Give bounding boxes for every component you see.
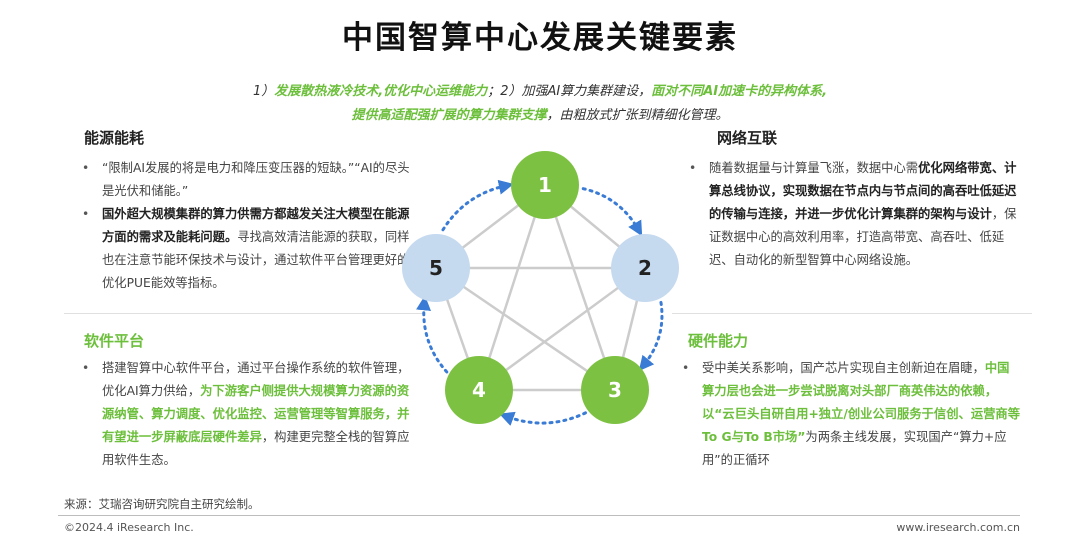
energy-section-title: 能源能耗 — [84, 129, 145, 147]
node-3-label: 3 — [608, 378, 622, 402]
network-bold: 优化网络带宽、计算总线协议，实现数据在节点内与节点间的高吞吐低延迟的传输与连接，… — [709, 161, 1017, 221]
bullet-icon: • — [82, 207, 90, 221]
website-link[interactable]: www.iresearch.com.cn — [896, 521, 1020, 534]
divider — [64, 313, 424, 314]
list-item: • 随着数据量与计算量飞涨，数据中心需优化网络带宽、计算总线协议，实现数据在节点… — [687, 157, 1023, 272]
cycle-arrow — [638, 300, 664, 372]
bullet-icon: • — [682, 361, 690, 375]
node-2-label: 2 — [638, 256, 652, 280]
source-note: 来源：艾瑞咨询研究院自主研究绘制。 — [64, 497, 260, 511]
hardware-section-title: 硬件能力 — [688, 332, 749, 350]
copyright: ©2024.4 iResearch Inc. — [64, 521, 194, 534]
list-item: • 搭建智算中心软件平台，通过平台操作系统的软件管理，优化AI算力供给，为下游客… — [80, 357, 418, 472]
node-5-label: 5 — [429, 256, 443, 280]
list-item: • “限制AI发展的将是电力和降压变压器的短缺。”“AI的尽头是光伏和储能。” — [80, 157, 410, 203]
subtitle-highlight: 发展散热液冷技术,优化中心运维能力 — [274, 84, 488, 99]
software-highlight: 为下游客户侧提供大规模算力资源的资源纳管、算力调度、优化监控、运营管理等智算服务… — [102, 384, 410, 444]
subtitle-text: 1） — [252, 84, 275, 99]
list-item: • 受中美关系影响，国产芯片实现自主创新迫在眉睫，中国算力层也会进一步尝试脱离对… — [680, 357, 1020, 472]
cycle-arrow — [581, 187, 643, 237]
node-3-circle — [581, 356, 649, 424]
hardware-text-1: 受中美关系影响，国产芯片实现自主创新迫在眉睫， — [702, 361, 985, 375]
energy-bullet-1: “限制AI发展的将是电力和降压变压器的短缺。”“AI的尽头是光伏和储能。” — [102, 161, 410, 198]
energy-section-body: • “限制AI发展的将是电力和降压变压器的短缺。”“AI的尽头是光伏和储能。” … — [80, 157, 410, 295]
page-title: 中国智算中心发展关键要素 — [342, 20, 738, 56]
hardware-text-2: 为两条主线发展，实现国产“算力+应用”的正循环 — [702, 430, 1007, 467]
cycle-arrows — [416, 179, 664, 426]
network-text-2: ，保证数据中心的高效利用率，打造高带宽、高吞吐、低延迟、自动化的新型智算中心网络… — [709, 207, 1017, 267]
hardware-highlight: 中国算力层也会进一步尝试脱离对头部厂商英伟达的依赖，以“云巨头自研自用+独立/创… — [702, 361, 1021, 444]
bullet-icon: • — [82, 161, 90, 175]
connector-line — [478, 266, 646, 392]
software-section-title: 软件平台 — [84, 332, 145, 350]
hardware-section-body: • 受中美关系影响，国产芯片实现自主创新迫在眉睫，中国算力层也会进一步尝试脱离对… — [680, 357, 1020, 472]
list-item: • 国外超大规模集群的算力供需方都越发关注大模型在能源方面的需求及能耗问题。寻找… — [80, 203, 410, 295]
node-2-circle — [611, 234, 679, 302]
software-text-1: 搭建智算中心软件平台，通过平台操作系统的软件管理，优化AI算力供给， — [102, 361, 410, 398]
subtitle-line-2: 提供高适配强扩展的算力集群支撑，由粗放式扩张到精细化管理。 — [0, 104, 1080, 123]
subtitle-highlight: 面对不同AI加速卡的异构体系, — [651, 84, 828, 99]
network-section-body: • 随着数据量与计算量飞涨，数据中心需优化网络带宽、计算总线协议，实现数据在节点… — [687, 157, 1023, 272]
node-5-circle — [402, 234, 470, 302]
energy-bullet-2-text: 寻找高效清洁能源的获取，同样也在注意节能环保技术与设计，通过软件平台管理更好的优… — [102, 230, 410, 290]
connector-line — [477, 184, 547, 391]
node-1-label: 1 — [538, 173, 552, 197]
node-1-circle — [511, 151, 579, 219]
energy-bullet-2-bold: 国外超大规模集群的算力供需方都越发关注大模型在能源方面的需求及能耗问题。 — [102, 207, 410, 244]
bullet-icon: • — [82, 361, 90, 375]
software-text-2: ，构建更完整全栈的智算应用软件生态。 — [102, 430, 410, 467]
divider — [672, 313, 1032, 314]
node-4-label: 4 — [472, 378, 486, 402]
network-section-title: 网络互联 — [717, 129, 778, 147]
bullet-icon: • — [689, 161, 697, 175]
cycle-arrow — [499, 411, 587, 426]
footer-divider — [58, 515, 1020, 516]
subtitle-text: ；2）加强AI算力集群建设， — [487, 84, 652, 99]
node-4-circle — [445, 356, 513, 424]
network-text-1: 随着数据量与计算量飞涨，数据中心需 — [709, 161, 919, 175]
software-section-body: • 搭建智算中心软件平台，通过平台操作系统的软件管理，优化AI算力供给，为下游客… — [80, 357, 418, 472]
connector-line — [543, 184, 617, 391]
cycle-arrow — [416, 295, 449, 374]
cycle-arrow — [441, 179, 514, 232]
subtitle-highlight: 提供高适配强扩展的算力集群支撑 — [351, 108, 547, 123]
connector-line — [435, 266, 616, 392]
subtitle-line-1: 1）发展散热液冷技术,优化中心运维能力；2）加强AI算力集群建设，面对不同AI加… — [0, 80, 1080, 99]
node-group: 1 2 3 4 5 — [402, 151, 679, 424]
subtitle-text: ，由粗放式扩张到精细化管理。 — [546, 108, 729, 123]
